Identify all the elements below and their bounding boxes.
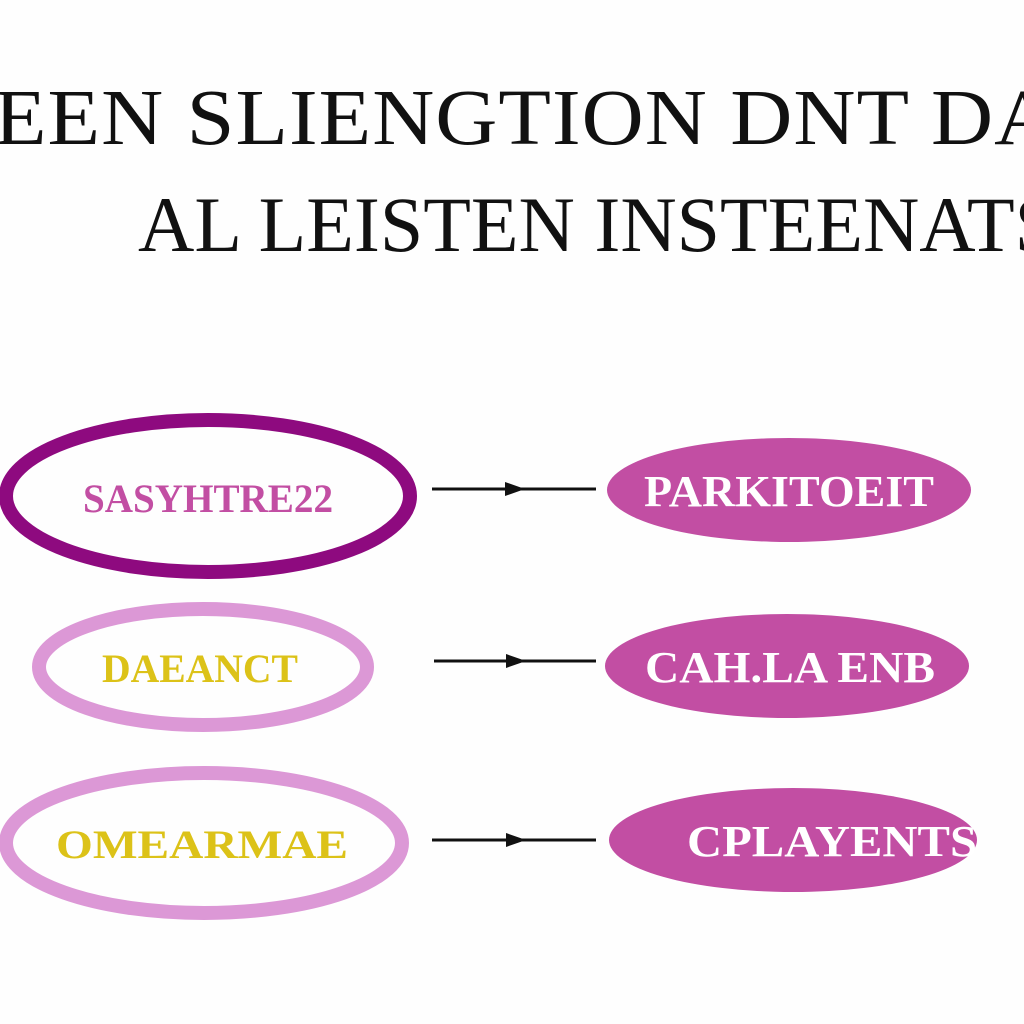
right-node-3-label: CPLAYENTS xyxy=(687,817,977,866)
left-node-3-label: OMEARMAE xyxy=(56,822,348,867)
title-line-2: AL LEISTEN INSTEENATS xyxy=(138,181,1024,268)
left-node-2-ring xyxy=(32,602,374,732)
right-node-1 xyxy=(607,438,971,542)
right-node-1-label: PARKITOEIT xyxy=(644,467,934,516)
right-node-3 xyxy=(609,788,977,892)
right-node-2-label: CAH.LA ENB xyxy=(645,643,935,692)
arrow-3 xyxy=(432,833,596,847)
left-node-2-label: DAEANCT xyxy=(102,646,298,691)
left-node-1-label: SASYHTRE22 xyxy=(83,476,333,521)
title-line-1: EEN SLIENGTION DNT DAY YOI xyxy=(0,73,1024,162)
left-node-3-ring xyxy=(0,766,409,920)
arrow-2 xyxy=(434,654,596,668)
right-node-2 xyxy=(605,614,969,718)
left-node-1-ring xyxy=(0,413,417,579)
arrow-1 xyxy=(432,482,596,496)
